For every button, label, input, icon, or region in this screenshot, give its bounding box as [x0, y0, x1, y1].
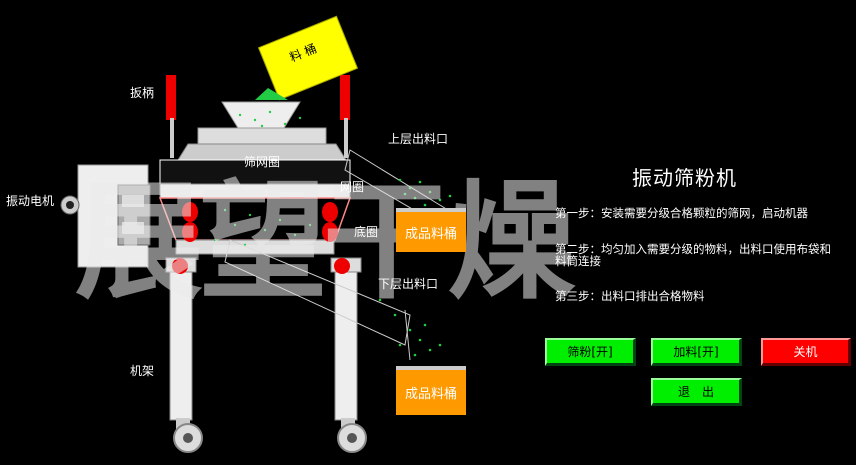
- mesh-ring-label: 网圈: [340, 180, 365, 194]
- handle-label: 扳柄: [130, 86, 155, 100]
- product-bin-lower: 成品料桶: [396, 366, 466, 415]
- wheel-left: [173, 418, 203, 453]
- vibration-motor-label: 振动电机: [6, 194, 55, 208]
- material-bucket: [257, 15, 359, 101]
- shutdown-button[interactable]: 关机: [761, 338, 851, 366]
- bottom-ring-label: 底圈: [354, 225, 379, 239]
- exit-button[interactable]: 退 出: [651, 378, 742, 406]
- step-1-text: 第一步：安装需要分级合格颗粒的筛网，启动机器: [555, 206, 808, 220]
- lower-outlet-label: 下层出料口: [378, 277, 439, 291]
- product-bin-upper: 成品料桶: [396, 208, 466, 252]
- step-3-text: 第三步：出料口排出合格物料: [555, 289, 705, 303]
- feed-on-button[interactable]: 加料[开]: [651, 338, 742, 366]
- screen-ring-label: 筛网圈: [244, 155, 281, 169]
- sieve-on-button[interactable]: 筛粉[开]: [545, 338, 636, 366]
- frame-leg-left: [169, 269, 193, 421]
- upper-outlet-label: 上层出料口: [388, 132, 449, 146]
- wheel-right: [337, 418, 367, 453]
- step-2-text: 第二步：均匀加入需要分级的物料，出料口使用布袋和料筒连接: [555, 242, 831, 268]
- page-title: 振动筛粉机: [632, 166, 737, 190]
- sieve-lid: [197, 127, 327, 145]
- frame-leg-right: [334, 269, 358, 421]
- frame-label: 机架: [130, 364, 155, 378]
